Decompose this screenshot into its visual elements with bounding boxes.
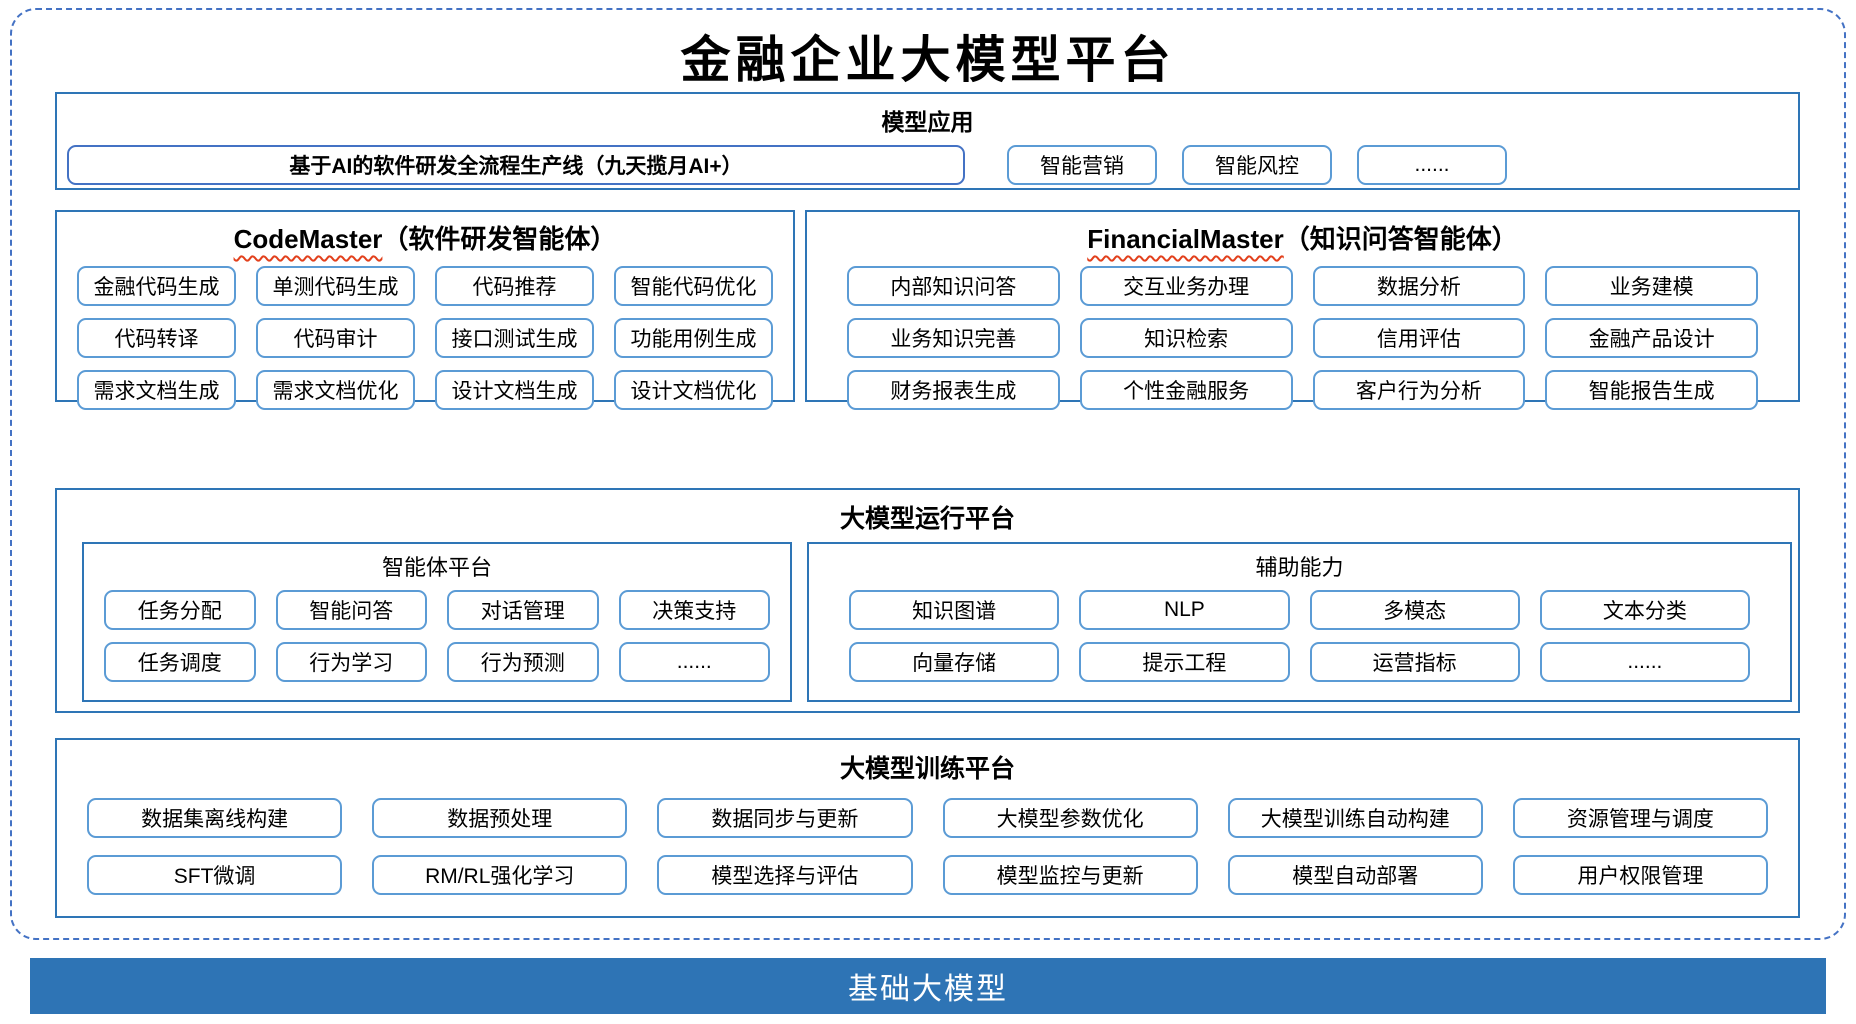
codemaster-title: CodeMaster（软件研发智能体）: [57, 219, 793, 256]
codemaster-capabilities: 金融代码生成单测代码生成代码推荐智能代码优化代码转译代码审计接口测试生成功能用例…: [57, 256, 793, 410]
financialmaster-capability-chip: 信用评估: [1312, 318, 1526, 358]
training-chip: 用户权限管理: [1512, 855, 1768, 895]
financialmaster-capability-chip: 个性金融服务: [1079, 370, 1293, 410]
codemaster-capability-chip: 代码转译: [77, 318, 236, 358]
foundation-model-bar: 基础大模型: [30, 958, 1826, 1014]
training-chip: 数据集离线构建: [87, 798, 343, 838]
codemaster-name: CodeMaster: [233, 224, 383, 254]
training-chip: 数据同步与更新: [657, 798, 913, 838]
financialmaster-capability-chip: 数据分析: [1312, 266, 1526, 306]
financialmaster-capability-chip: 知识检索: [1079, 318, 1293, 358]
training-chip: 模型自动部署: [1227, 855, 1483, 895]
agent-platform-chip: 决策支持: [618, 590, 770, 630]
financialmaster-capabilities: 内部知识问答交互业务办理数据分析业务建模业务知识完善知识检索信用评估金融产品设计…: [807, 256, 1798, 410]
codemaster-suffix: （软件研发智能体）: [382, 224, 617, 254]
agent-platform-chip: ......: [618, 642, 770, 682]
aux-capability-chip: 运营指标: [1309, 642, 1520, 682]
training-chip: 大模型参数优化: [942, 798, 1198, 838]
codemaster-capability-chip: 代码审计: [256, 318, 415, 358]
codemaster-capability-chip: 设计文档优化: [614, 370, 773, 410]
runtime-section: 大模型运行平台 智能体平台 任务分配智能问答对话管理决策支持任务调度行为学习行为…: [55, 488, 1800, 713]
financialmaster-capability-chip: 业务知识完善: [847, 318, 1060, 358]
codemaster-capability-chip: 需求文档生成: [77, 370, 236, 410]
financialmaster-capability-chip: 财务报表生成: [847, 370, 1060, 410]
model-app-item: 智能营销: [1007, 145, 1157, 185]
agent-platform-chip: 行为学习: [275, 642, 427, 682]
training-chip: 数据预处理: [372, 798, 628, 838]
codemaster-capability-chip: 金融代码生成: [77, 266, 236, 306]
agent-platform-header: 智能体平台: [381, 555, 492, 580]
aux-capability-chip: 向量存储: [849, 642, 1060, 682]
model-app-row: 基于AI的软件研发全流程生产线（九天揽月AI+） 智能营销智能风控......: [57, 145, 1798, 185]
page-title: 金融企业大模型平台: [680, 30, 1176, 89]
financialmaster-name: FinancialMaster: [1087, 224, 1284, 254]
training-chip: 模型监控与更新: [942, 855, 1198, 895]
training-header: 大模型训练平台: [839, 755, 1015, 783]
financialmaster-capability-chip: 智能报告生成: [1545, 370, 1758, 410]
training-section: 大模型训练平台 数据集离线构建数据预处理数据同步与更新大模型参数优化大模型训练自…: [55, 738, 1800, 918]
financialmaster-capability-chip: 业务建模: [1545, 266, 1758, 306]
aux-capability-chip: NLP: [1079, 590, 1290, 630]
subsection-agent-platform: 智能体平台 任务分配智能问答对话管理决策支持任务调度行为学习行为预测......: [82, 542, 792, 702]
training-chip: 资源管理与调度: [1512, 798, 1768, 838]
training-items: 数据集离线构建数据预处理数据同步与更新大模型参数优化大模型训练自动构建资源管理与…: [57, 785, 1798, 895]
aux-capability-chip: 多模态: [1309, 590, 1520, 630]
financialmaster-capability-chip: 金融产品设计: [1545, 318, 1758, 358]
training-chip: 模型选择与评估: [657, 855, 913, 895]
model-app-header: 模型应用: [881, 109, 974, 135]
subsection-aux-capability: 辅助能力 知识图谱 NLP 多模态文本分类向量存储提示工程运营指标......: [807, 542, 1792, 702]
codemaster-capability-chip: 代码推荐: [435, 266, 594, 306]
model-app-item: 智能风控: [1182, 145, 1332, 185]
aux-capability-chip: 知识图谱: [849, 590, 1060, 630]
financialmaster-capability-chip: 客户行为分析: [1312, 370, 1526, 410]
aux-capability-chip: 提示工程: [1079, 642, 1290, 682]
financialmaster-capability-chip: 交互业务办理: [1079, 266, 1293, 306]
financialmaster-capability-chip: 内部知识问答: [847, 266, 1060, 306]
codemaster-capability-chip: 接口测试生成: [435, 318, 594, 358]
agent-platform-chip: 智能问答: [275, 590, 427, 630]
codemaster-capability-chip: 需求文档优化: [256, 370, 415, 410]
training-chip: RM/RL强化学习: [372, 855, 628, 895]
codemaster-capability-chip: 功能用例生成: [614, 318, 773, 358]
financialmaster-suffix: （知识问答智能体）: [1283, 224, 1518, 254]
model-app-items: 智能营销智能风控......: [1007, 145, 1507, 185]
aux-capability-chip: 文本分类: [1539, 590, 1750, 630]
aux-capability-header: 辅助能力: [1255, 555, 1344, 580]
ai-pipeline-box: 基于AI的软件研发全流程生产线（九天揽月AI+）: [67, 145, 965, 185]
codemaster-capability-chip: 单测代码生成: [256, 266, 415, 306]
model-app-section: 模型应用 基于AI的软件研发全流程生产线（九天揽月AI+） 智能营销智能风控..…: [55, 92, 1800, 190]
agent-box-codemaster: CodeMaster（软件研发智能体） 金融代码生成单测代码生成代码推荐智能代码…: [55, 210, 795, 410]
runtime-header: 大模型运行平台: [839, 505, 1015, 533]
agent-platform-chip: 任务分配: [104, 590, 256, 630]
agent-platform-chip: 行为预测: [447, 642, 599, 682]
codemaster-capability-chip: 智能代码优化: [614, 266, 773, 306]
agent-box-financialmaster: FinancialMaster（知识问答智能体） 内部知识问答交互业务办理数据分…: [805, 210, 1800, 410]
financialmaster-title: FinancialMaster（知识问答智能体）: [807, 219, 1798, 256]
codemaster-capability-chip: 设计文档生成: [435, 370, 594, 410]
agent-platform-chip: 对话管理: [447, 590, 599, 630]
training-chip: 大模型训练自动构建: [1227, 798, 1483, 838]
model-app-item: ......: [1357, 145, 1507, 185]
agent-platform-chip: 任务调度: [104, 642, 256, 682]
training-chip: SFT微调: [87, 855, 343, 895]
aux-capability-chip: ......: [1539, 642, 1750, 682]
agent-platform-items: 任务分配智能问答对话管理决策支持任务调度行为学习行为预测......: [84, 582, 790, 682]
aux-capability-items: 知识图谱 NLP 多模态文本分类向量存储提示工程运营指标......: [809, 582, 1790, 682]
